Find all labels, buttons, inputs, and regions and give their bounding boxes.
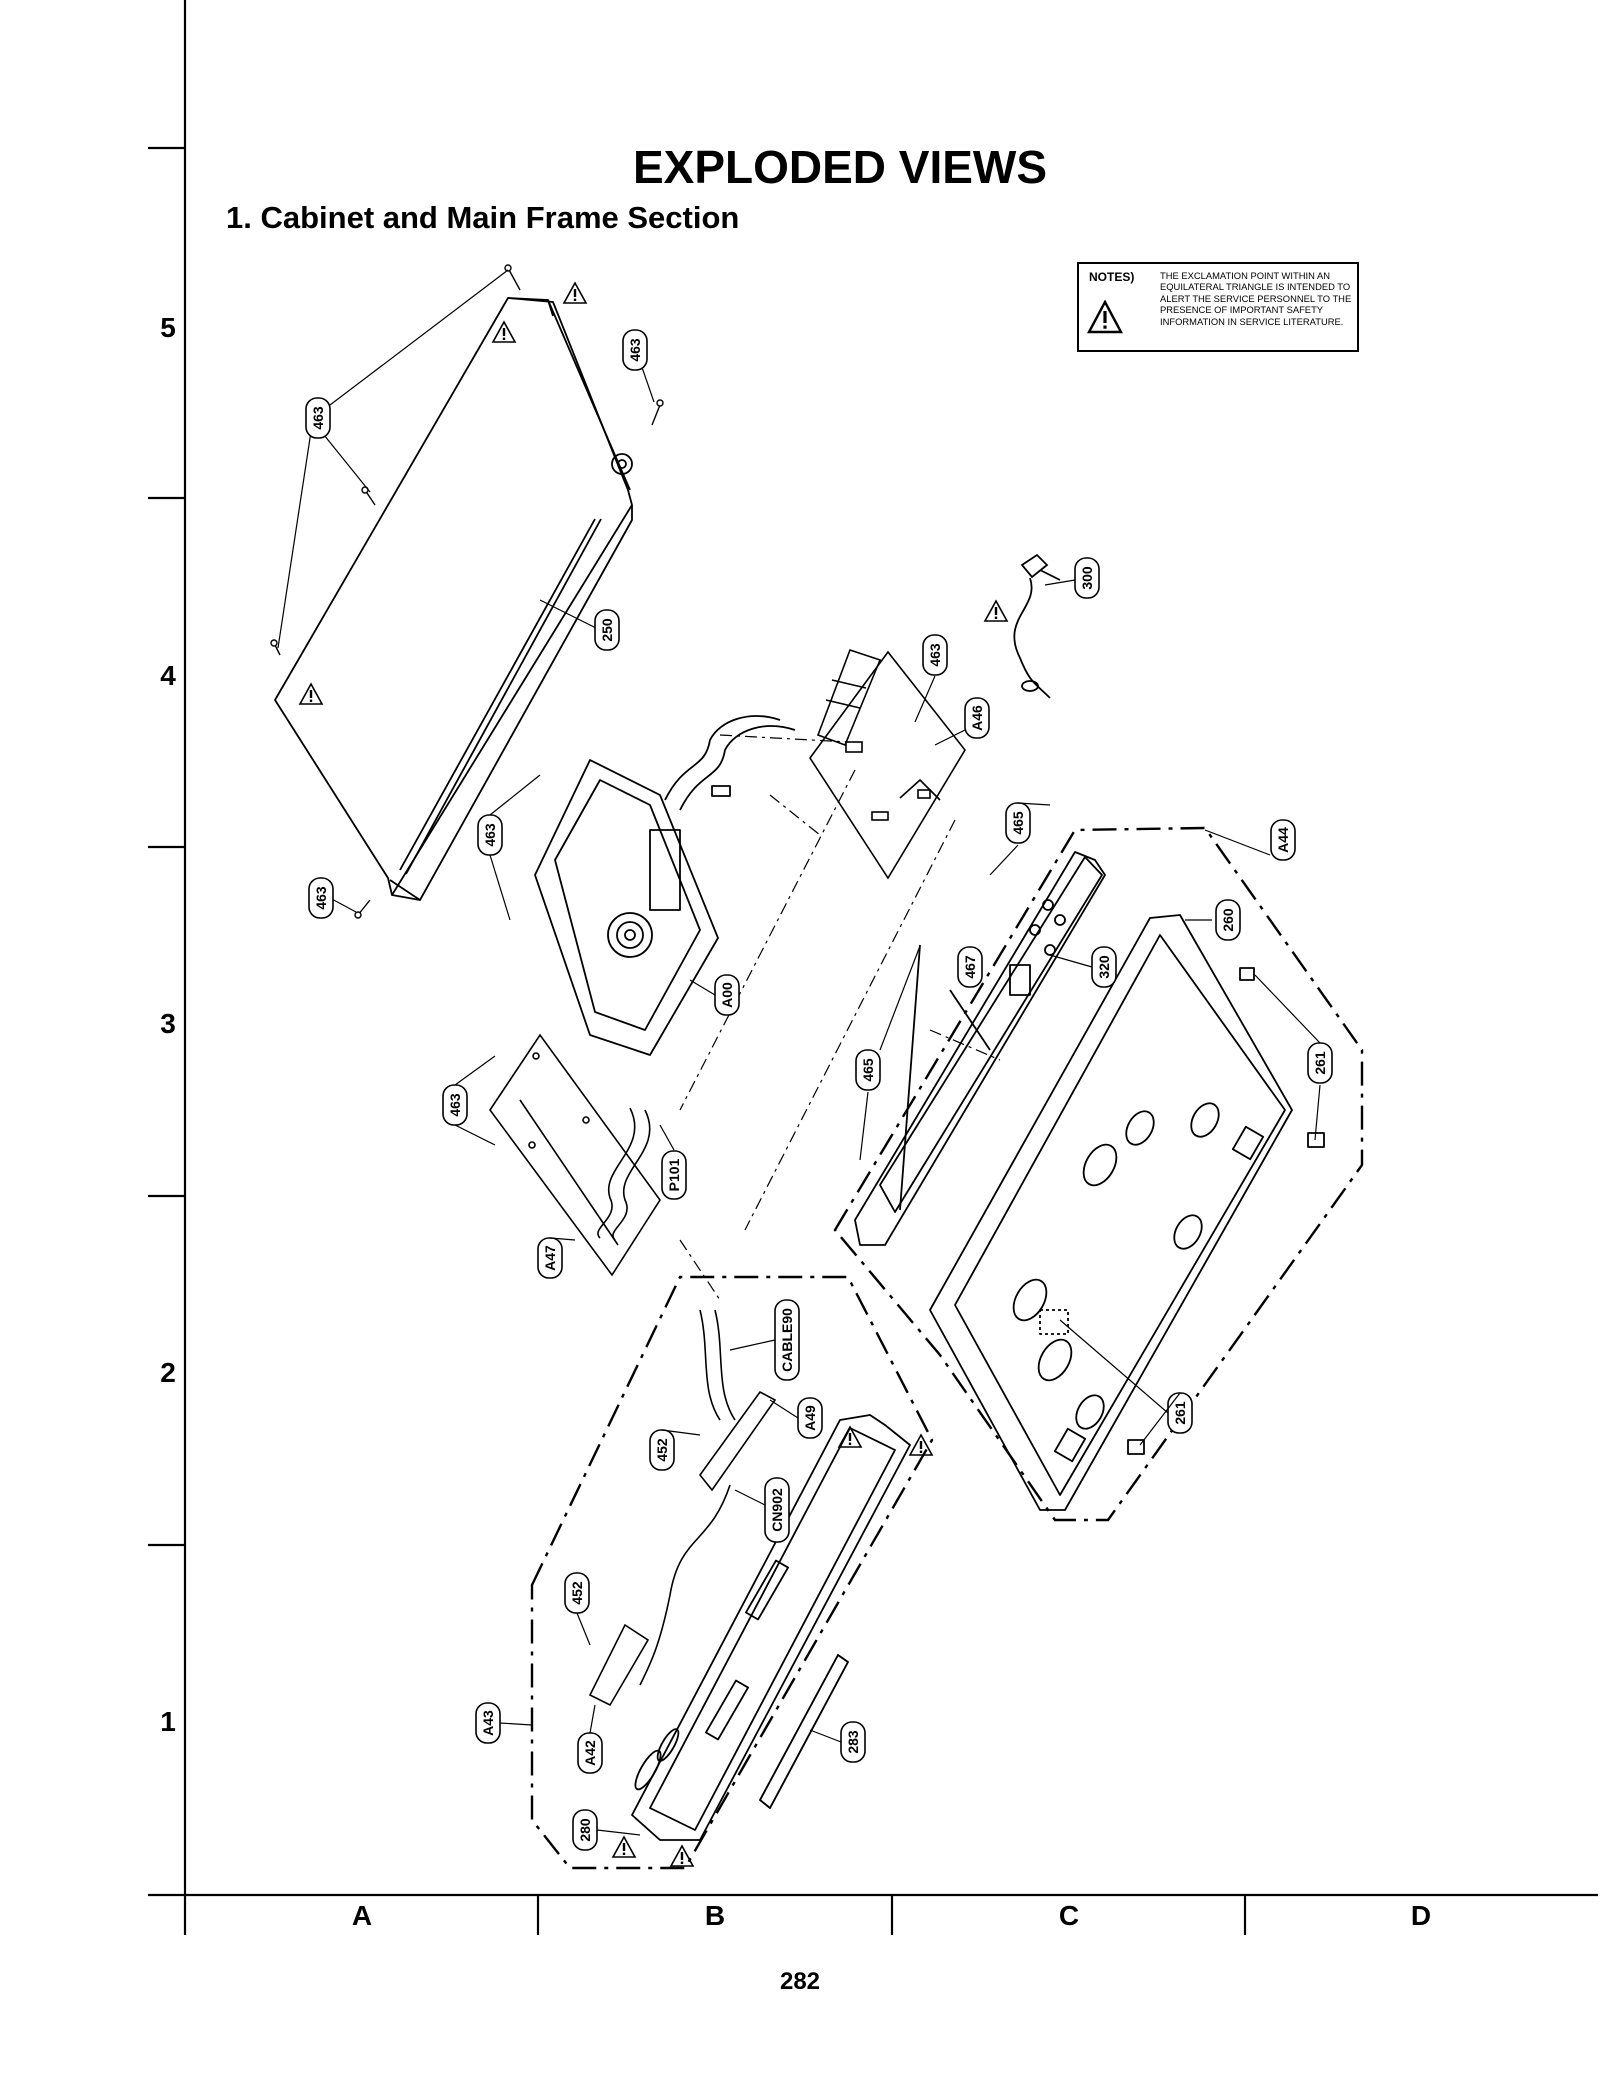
notes-label: NOTES) (1089, 270, 1135, 284)
callout-463: 463 (308, 877, 334, 919)
callout-label: A44 (1275, 827, 1291, 853)
callout-cn902: CN902 (764, 1477, 790, 1543)
front-sub-boards (588, 1309, 777, 1707)
page-number: 282 (779, 1968, 821, 1995)
callout-452: 452 (649, 1429, 675, 1471)
top-cover (274, 297, 633, 901)
callout-320: 320 (1091, 946, 1117, 988)
callout-label: 261 (1172, 1401, 1188, 1425)
row-label-3: 3 (160, 1008, 176, 1039)
column-label-a: A (351, 1900, 373, 1931)
dvd-loader (534, 715, 796, 1056)
cover-screws (270, 264, 664, 919)
column-label-b: B (704, 1900, 726, 1931)
callout-label: 465 (1010, 811, 1026, 835)
warning-triangle-icon (563, 282, 587, 304)
main-board (489, 1033, 661, 1277)
safety-notes-box: NOTES) THE EXCLAMATION POINT WITHIN AN E… (1077, 262, 1359, 352)
warning-triangle-icon (670, 1845, 694, 1867)
callout-p101: P101 (661, 1150, 687, 1200)
callout-label: 463 (482, 823, 498, 847)
page-title: EXPLODED VIEWS (632, 141, 1048, 193)
group-outlines (530, 826, 1364, 1870)
section-title: 1. Cabinet and Main Frame Section (226, 200, 740, 235)
callout-261: 261 (1167, 1392, 1193, 1434)
hidden-lines (679, 734, 1001, 1301)
callout-label: 260 (1220, 908, 1236, 932)
warning-triangle-icon (984, 600, 1008, 622)
callout-label: 283 (845, 1730, 861, 1754)
callout-label: A47 (542, 1245, 558, 1271)
callout-a46: A46 (964, 697, 990, 739)
leader-lines (277, 269, 655, 913)
callout-label: 463 (927, 643, 943, 667)
callout-label: 463 (447, 1093, 463, 1117)
callout-label: 467 (962, 955, 978, 979)
callout-label: A42 (582, 1740, 598, 1766)
warning-triangle-icon (492, 321, 516, 343)
callout-label: 300 (1079, 566, 1095, 590)
callout-label: 280 (577, 1818, 593, 1842)
front-bracket (854, 851, 1106, 1246)
callout-a44: A44 (1270, 819, 1296, 861)
row-label-1: 1 (160, 1706, 176, 1737)
callout-a49: A49 (797, 1397, 823, 1439)
callout-cable90: CABLE90 (774, 1299, 800, 1381)
callout-261: 261 (1307, 1042, 1333, 1084)
callout-leaders (454, 579, 1321, 1836)
callout-label: 452 (654, 1438, 670, 1462)
callout-label: A00 (719, 982, 735, 1008)
callout-463: 463 (622, 329, 648, 371)
warning-triangle-icon (1087, 300, 1123, 334)
callout-463: 463 (922, 634, 948, 676)
callout-260: 260 (1215, 899, 1241, 941)
callout-label: A46 (969, 705, 985, 731)
callout-label: A49 (802, 1405, 818, 1431)
warning-triangle-icon (612, 1836, 636, 1858)
callout-label: 463 (627, 338, 643, 362)
callout-a43: A43 (475, 1702, 501, 1744)
warning-triangle-icon (299, 683, 323, 705)
callout-465: 465 (855, 1049, 881, 1091)
callout-463: 463 (477, 814, 503, 856)
frame-border (148, 0, 1598, 1935)
callout-250: 250 (594, 609, 620, 651)
callout-a00: A00 (714, 974, 740, 1016)
callout-label: CABLE90 (779, 1308, 795, 1372)
callout-label: 261 (1312, 1051, 1328, 1075)
rear-board (809, 648, 966, 880)
callout-label: 452 (569, 1581, 585, 1605)
callout-465: 465 (1005, 802, 1031, 844)
callout-467: 467 (957, 946, 983, 988)
callout-a47: A47 (537, 1237, 563, 1279)
callout-label: P101 (666, 1158, 682, 1191)
callout-463: 463 (305, 397, 331, 439)
column-label-c: C (1058, 1900, 1080, 1931)
column-label-d: D (1410, 1900, 1432, 1931)
row-label-5: 5 (160, 312, 176, 343)
row-label-2: 2 (160, 1357, 176, 1388)
callout-463: 463 (442, 1084, 468, 1126)
decor-bar (758, 1653, 850, 1810)
warning-triangle-icon (909, 1434, 933, 1456)
callout-452: 452 (564, 1572, 590, 1614)
callout-280: 280 (572, 1809, 598, 1851)
power-cord (1013, 553, 1061, 699)
callout-300: 300 (1074, 557, 1100, 599)
chassis (929, 914, 1325, 1511)
row-label-4: 4 (160, 660, 176, 691)
callout-label: 250 (599, 618, 615, 642)
callout-a42: A42 (577, 1732, 603, 1774)
notes-text: THE EXCLAMATION POINT WITHIN AN EQUILATE… (1160, 270, 1352, 327)
callout-label: A43 (480, 1710, 496, 1736)
callout-label: CN902 (769, 1488, 785, 1532)
callout-label: 463 (310, 406, 326, 430)
callout-label: 465 (860, 1058, 876, 1082)
callout-label: 463 (313, 886, 329, 910)
callout-283: 283 (840, 1721, 866, 1763)
callout-label: 320 (1096, 955, 1112, 979)
part-callouts: 463 463 463 463 463 463 (305, 329, 1333, 1851)
